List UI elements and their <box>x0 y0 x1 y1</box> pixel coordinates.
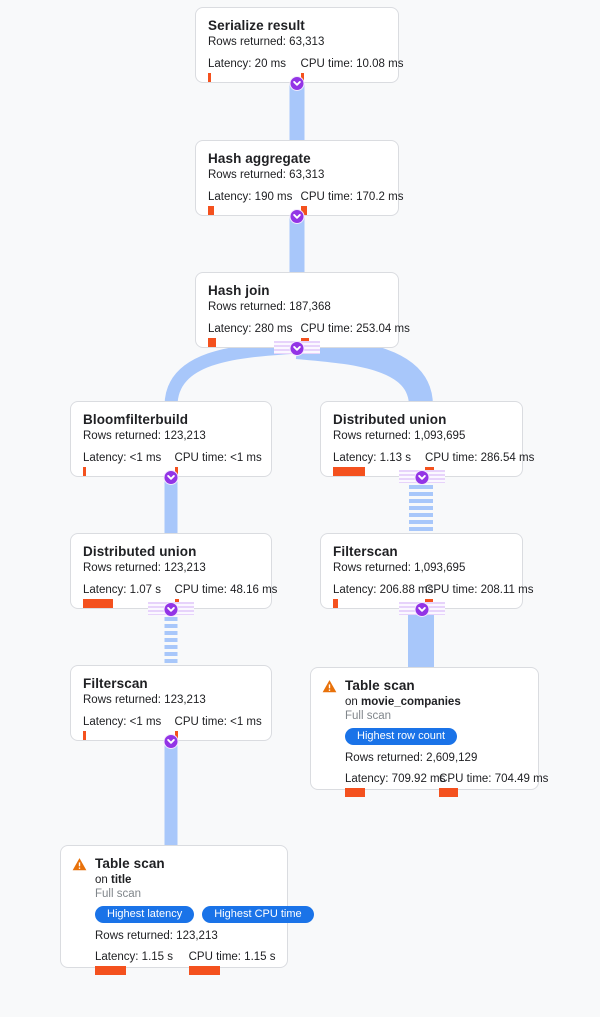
latency-label: Latency: 709.92 ms <box>345 773 446 785</box>
cpu-time-label: CPU time: 170.2 ms <box>300 191 404 203</box>
cpu-time-label: CPU time: 48.16 ms <box>174 584 278 596</box>
rows-returned: Rows returned: 123,213 <box>83 430 206 442</box>
cpu-time-label: CPU time: 1.15 s <box>188 951 276 963</box>
edge-hashjoin-to-bloomfilterbuild <box>164 340 298 407</box>
rows-returned: Rows returned: 1,093,695 <box>333 562 466 574</box>
node-table-scan-title[interactable]: Table scan on title Full scan Highest la… <box>60 845 314 975</box>
collapse-node-button[interactable] <box>163 470 179 485</box>
latency-bar <box>208 338 216 347</box>
rows-returned: Rows returned: 63,313 <box>208 36 325 48</box>
node-serialize-result[interactable]: Serialize result Rows returned: 63,313 L… <box>195 7 404 91</box>
rows-returned: Rows returned: 123,213 <box>83 694 206 706</box>
scan-target: on title <box>95 874 132 886</box>
scan-type: Full scan <box>95 888 142 900</box>
node-bloomfilterbuild[interactable]: Bloomfilterbuild Rows returned: 123,213 … <box>70 401 272 485</box>
collapse-node-button[interactable] <box>289 341 305 356</box>
node-title: Table scan <box>95 856 165 871</box>
latency-label: Latency: <1 ms <box>83 716 162 728</box>
highest-latency-badge: Highest latency <box>95 906 195 923</box>
chevron-down-icon <box>293 214 301 219</box>
latency-bar <box>83 599 113 608</box>
latency-label: Latency: 190 ms <box>208 191 293 203</box>
node-title: Bloomfilterbuild <box>83 412 189 427</box>
cpu-time-label: CPU time: <1 ms <box>174 716 262 728</box>
cpu-time-label: CPU time: 208.11 ms <box>425 584 534 596</box>
chevron-down-icon <box>417 475 426 480</box>
node-table-scan-movie-companies[interactable]: Table scan on movie_companies Full scan … <box>310 667 549 797</box>
node-title: Distributed union <box>333 412 447 427</box>
cpu-time-label: CPU time: 704.49 ms <box>439 773 549 785</box>
scan-type: Full scan <box>345 710 392 722</box>
node-title: Hash join <box>208 283 270 298</box>
rows-returned: Rows returned: 63,313 <box>208 169 325 181</box>
chevron-down-icon <box>167 475 175 480</box>
latency-label: Latency: 1.07 s <box>83 584 161 596</box>
node-title: Table scan <box>345 678 415 693</box>
collapse-node-button[interactable] <box>289 209 305 224</box>
node-title: Distributed union <box>83 544 197 559</box>
collapse-node-button[interactable] <box>163 734 179 749</box>
warning-icon <box>72 858 87 871</box>
collapse-node-button[interactable] <box>163 602 179 617</box>
warning-icon <box>322 680 337 693</box>
latency-bar <box>83 731 86 740</box>
latency-bar <box>333 599 338 608</box>
latency-label: Latency: <1 ms <box>83 452 162 464</box>
collapse-node-button[interactable] <box>289 76 305 91</box>
chevron-down-icon <box>167 739 175 744</box>
latency-label: Latency: 1.13 s <box>333 452 411 464</box>
rows-returned: Rows returned: 1,093,695 <box>333 430 466 442</box>
latency-bar <box>333 467 365 476</box>
cpu-time-bar <box>300 206 307 215</box>
chevron-down-icon <box>167 607 175 612</box>
edge-hashjoin-to-distunion-right <box>295 335 433 408</box>
node-title: Serialize result <box>208 18 305 33</box>
rows-returned: Rows returned: 123,213 <box>83 562 206 574</box>
cpu-time-label: CPU time: 10.08 ms <box>300 58 404 70</box>
highest-cpu-time-badge: Highest CPU time <box>202 906 314 923</box>
chevron-down-icon <box>293 81 301 86</box>
latency-bar <box>208 73 211 82</box>
chevron-down-icon <box>417 607 426 612</box>
rows-returned: Rows returned: 123,213 <box>95 930 218 942</box>
cpu-time-label: CPU time: 253.04 ms <box>300 323 410 335</box>
cpu-time-label: CPU time: <1 ms <box>174 452 262 464</box>
latency-bar <box>95 966 126 975</box>
scan-target: on movie_companies <box>345 696 461 708</box>
node-title: Hash aggregate <box>208 151 311 166</box>
rows-returned: Rows returned: 2,609,129 <box>345 752 478 764</box>
cpu-time-bar <box>188 966 220 975</box>
node-filterscan-left[interactable]: Filterscan Rows returned: 123,213 Latenc… <box>70 665 272 749</box>
rows-returned: Rows returned: 187,368 <box>208 301 331 313</box>
node-hash-join[interactable]: Hash join Rows returned: 187,368 Latency… <box>195 272 410 356</box>
collapse-node-button[interactable] <box>414 470 429 485</box>
collapse-node-button[interactable] <box>414 602 429 617</box>
node-title: Filterscan <box>333 544 398 559</box>
cpu-time-label: CPU time: 286.54 ms <box>425 452 535 464</box>
latency-label: Latency: 206.88 ms <box>333 584 434 596</box>
node-distributed-union-right[interactable]: Distributed union Rows returned: 1,093,6… <box>320 401 535 485</box>
latency-bar <box>83 467 86 476</box>
node-distributed-union-left[interactable]: Distributed union Rows returned: 123,213… <box>70 533 278 617</box>
cpu-time-bar <box>439 788 459 797</box>
chevron-down-icon <box>293 346 301 351</box>
node-hash-aggregate[interactable]: Hash aggregate Rows returned: 63,313 Lat… <box>195 140 404 224</box>
latency-label: Latency: 20 ms <box>208 58 286 70</box>
latency-bar <box>208 206 214 215</box>
latency-label: Latency: 1.15 s <box>95 951 173 963</box>
node-filterscan-right[interactable]: Filterscan Rows returned: 1,093,695 Late… <box>320 533 534 617</box>
highest-row-count-badge: Highest row count <box>345 728 458 745</box>
latency-label: Latency: 280 ms <box>208 323 293 335</box>
node-title: Filterscan <box>83 676 148 691</box>
latency-bar <box>345 788 365 797</box>
